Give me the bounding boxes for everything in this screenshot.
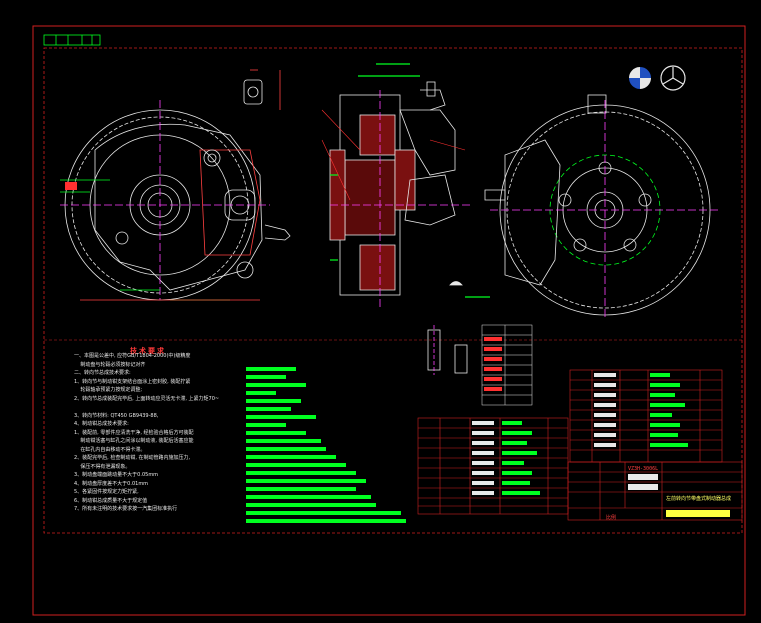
small-parameter-table	[481, 324, 533, 406]
notes-bars	[246, 367, 406, 523]
tech-requirement-line: 一、本图是公差中, 应符GB/T1804-2000(中)级精度	[74, 353, 191, 359]
tech-requirement-line: 6、制动钳总成质量不大于规定值	[74, 497, 148, 504]
tech-requirement-line: 1、转向节与制动钳支架结合面涂上密封胶, 装配拧紧	[74, 378, 191, 385]
tech-requirement-line: 保压不得有泄漏现象。	[74, 463, 131, 470]
scale-label: 比例	[606, 515, 617, 521]
tech-requirement-line: 3、转向节材料: QT450 GB9439-88,	[74, 412, 159, 419]
logo-roundel	[627, 65, 653, 91]
tech-requirement-line	[74, 403, 244, 412]
parts-list-table	[417, 369, 723, 515]
tech-requirement-line: 在缸孔内自由移动不得卡滞。	[74, 446, 146, 453]
logo-star	[660, 65, 686, 91]
tech-requirement-line: 1、装配前, 零部件应清洗干净, 经检验合格后方可装配	[74, 429, 194, 436]
title-block	[567, 461, 743, 521]
section-view	[329, 81, 470, 310]
hub-rear-view	[484, 94, 720, 320]
tech-requirement-line: 2、转向节总成装配完毕后, 上面转动应灵活无卡滞, 上紧力矩70~	[74, 395, 220, 402]
tech-requirement-line: 制动钳活塞与缸孔之间涂以制动液, 装配后活塞应能	[74, 438, 194, 444]
inner-frame	[43, 47, 743, 534]
bolt-detail	[427, 325, 468, 375]
drawing-code: VZ3H-3006L	[628, 466, 659, 472]
tech-requirement-line: 7、所有未注明的技术要求按一汽集团标准执行	[74, 506, 178, 512]
tech-requirement-line: 4、制动钳总成技术要求:	[74, 421, 129, 427]
tech-requirement-line: 3、制动盘端面跳动量不大于0.05mm	[74, 472, 159, 478]
tech-requirement-line: 制动盘与轮毂必须按标记对齐	[74, 361, 146, 368]
tech-requirements-title: 技术要求	[130, 347, 166, 355]
tech-requirement-line: 5、各紧固件按规定力矩拧紧,	[74, 489, 139, 495]
tech-requirement-line: 二、转向节总成技术要求:	[74, 370, 131, 376]
tech-requirement-line: 轮毂轴承预紧力按规定调整;	[74, 387, 143, 393]
outer-frame	[32, 25, 746, 616]
detail-view-a	[243, 69, 281, 110]
knuckle-front-view	[60, 100, 291, 301]
drawing-name: 左前转向节带盘式制动器总成	[666, 496, 732, 502]
tech-requirements-text: 一、本图是公差中, 应符GB/T1804-2000(中)级精度 制动盘与轮毂必须…	[74, 352, 244, 514]
tech-requirement-line: 2、装配完毕后, 检查制动钳, 在制动管路内施加压力,	[74, 455, 191, 461]
tech-requirement-line: 4、制动盘厚度差不大于0.01mm	[74, 480, 149, 487]
revision-table	[43, 34, 101, 46]
